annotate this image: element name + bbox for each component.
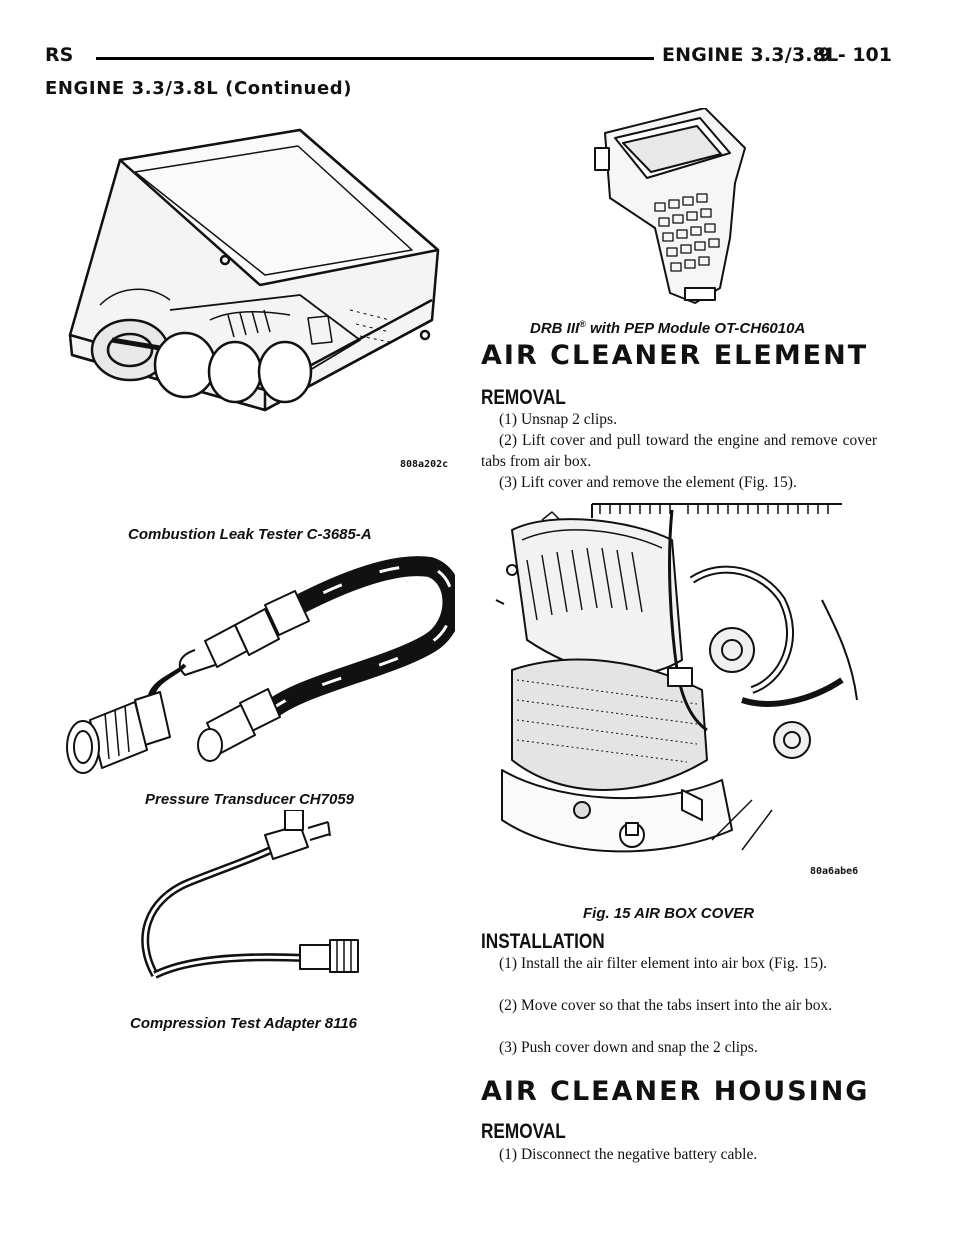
compression-adapter-illustration [141,810,359,979]
housing-removal-heading: REMOVAL [481,1120,566,1143]
transducer-caption: Pressure Transducer CH7059 [145,791,355,808]
airbox-figure-code: 80a6abe6 [810,866,859,877]
header-rule [96,57,654,60]
leak-tester-caption: Combustion Leak Tester C-3685-A [128,526,372,543]
drb-caption-module: with PEP Module OT-CH6010A [589,320,806,337]
installation-step-3: (3) Push cover down and snap the 2 clips… [499,1039,758,1056]
installation-step-1: (1) Install the air filter element into … [499,955,827,972]
removal-step-2: (2) Lift cover and pull toward the engin… [481,432,877,470]
continued-title: ENGINE 3.3/3.8L (Continued) [45,78,353,99]
drb-caption: DRB III® with PEP Module OT-CH6010A [530,319,805,337]
removal-heading: REMOVAL [481,386,566,409]
leak-tester-figure-code: 808a202c [400,459,449,470]
page-number: 9 - 101 [818,44,892,66]
pressure-transducer-illustration [66,556,455,774]
header-section-code: RS [45,44,74,66]
removal-step-1: (1) Unsnap 2 clips. [499,411,617,428]
drb-scan-tool-illustration [594,108,746,304]
airbox-caption: Fig. 15 AIR BOX COVER [583,905,755,922]
installation-step-2: (2) Move cover so that the tabs insert i… [499,997,833,1014]
air-box-cover-illustration [492,500,864,880]
removal-step-3: (3) Lift cover and remove the element (F… [499,474,797,491]
registered-mark-icon: ® [579,319,586,329]
adapter-caption: Compression Test Adapter 8116 [130,1015,358,1032]
installation-heading: INSTALLATION [481,930,605,953]
leak-tester-illustration [68,128,440,412]
drb-caption-name: DRB III [530,320,580,337]
section-title-air-cleaner-housing: AIR CLEANER HOUSING [481,1076,870,1107]
header-title: ENGINE 3.3/3.8L [662,44,839,66]
section-title-air-cleaner-element: AIR CLEANER ELEMENT [481,340,869,371]
housing-removal-step-1: (1) Disconnect the negative battery cabl… [499,1146,758,1163]
